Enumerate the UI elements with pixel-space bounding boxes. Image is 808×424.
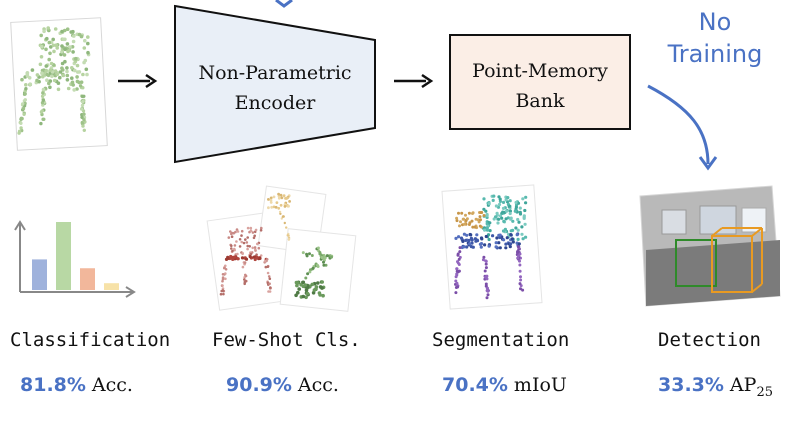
metric-value-classification: 81.8% — [20, 374, 86, 396]
task-label-detection: Detection — [658, 329, 761, 351]
classification-bar — [32, 259, 47, 290]
memory-label-line1: Point-Memory — [472, 60, 608, 82]
arrow-to-memory — [394, 73, 434, 89]
metric-name-detection: AP — [729, 374, 757, 396]
encoder-label-line1: Non-Parametric — [198, 62, 352, 84]
segmentation-chair-illustration — [441, 184, 543, 310]
classification-bar — [56, 222, 71, 290]
top-arrow-tip — [275, 0, 293, 8]
memory-bank-block — [449, 34, 631, 130]
classification-bar-icon — [14, 220, 136, 298]
task-label-classification: Classification — [10, 329, 171, 351]
arrow-to-encoder — [118, 73, 158, 89]
metric-value-fewshot: 90.9% — [226, 374, 292, 396]
task-label-fewshot: Few-Shot Cls. — [212, 329, 361, 351]
metric-segmentation: 70.4%mIoU — [442, 374, 567, 396]
no-training-label: No Training — [655, 6, 775, 70]
input-chair-pointcloud — [10, 17, 108, 151]
metric-subscript-detection: 25 — [756, 384, 773, 400]
metric-name-classification: Acc. — [91, 374, 133, 396]
no-training-line2: Training — [667, 40, 763, 68]
metric-detection: 33.3%AP25 — [658, 374, 773, 400]
detection-scene-illustration — [639, 185, 781, 307]
metric-classification: 81.8%Acc. — [20, 374, 133, 396]
metric-fewshot: 90.9%Acc. — [226, 374, 339, 396]
metric-value-segmentation: 70.4% — [442, 374, 508, 396]
metric-name-fewshot: Acc. — [297, 374, 339, 396]
metric-name-segmentation: mIoU — [513, 374, 567, 396]
no-training-line1: No — [698, 8, 732, 36]
encoder-block — [174, 4, 376, 164]
fewshot-pointcloud-illustration — [206, 185, 357, 312]
memory-bank-label: Point-Memory Bank — [450, 56, 630, 116]
encoder-label-line2: Encoder — [234, 92, 316, 114]
encoder-label: Non-Parametric Encoder — [175, 58, 375, 118]
metric-value-detection: 33.3% — [658, 374, 724, 396]
task-label-segmentation: Segmentation — [432, 329, 570, 351]
curved-arrow-to-tasks — [647, 84, 718, 171]
memory-label-line2: Bank — [515, 90, 565, 112]
classification-bar — [80, 268, 95, 290]
classification-bar — [104, 283, 119, 290]
